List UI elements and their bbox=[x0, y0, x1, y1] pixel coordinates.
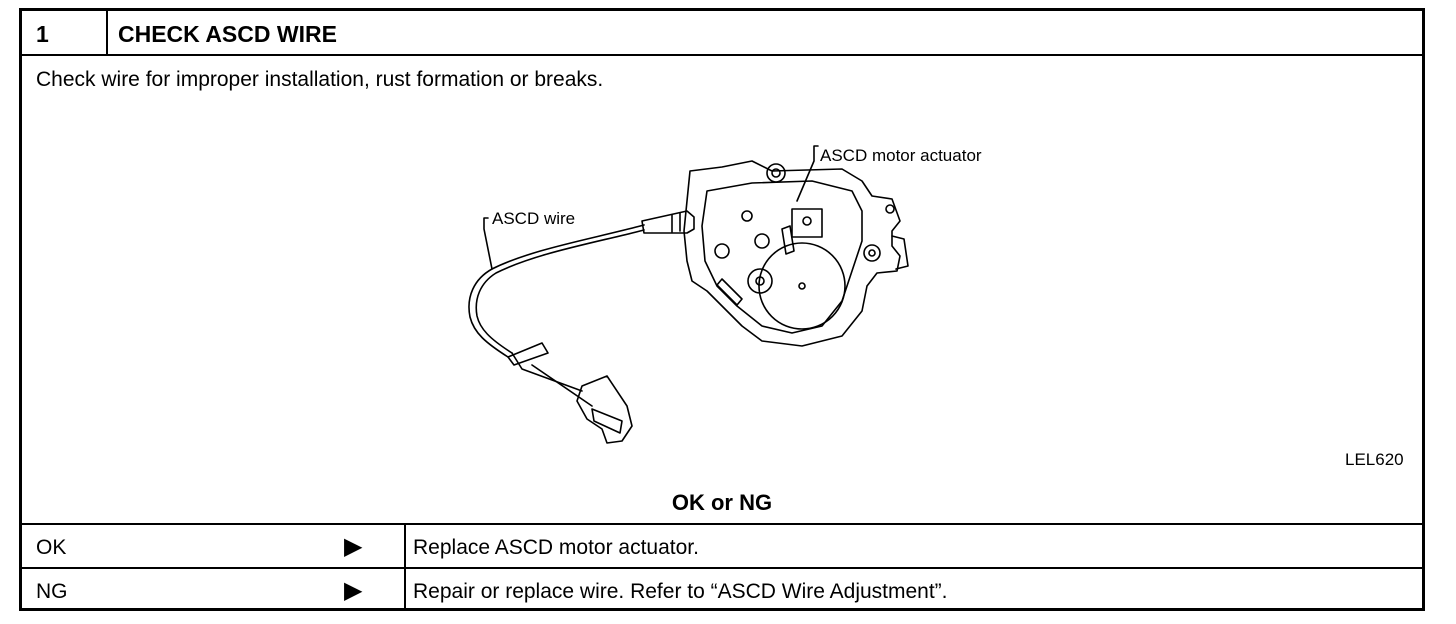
top-bolt-outer bbox=[766, 163, 786, 183]
figure-id: LEL620 bbox=[1345, 450, 1404, 469]
bottom-slot bbox=[716, 278, 743, 306]
wire-end-2 bbox=[511, 352, 583, 392]
result-label-ng: NG bbox=[36, 580, 68, 603]
wire-leader bbox=[483, 217, 493, 270]
result-rule-top bbox=[22, 523, 1422, 525]
small-hole-4 bbox=[741, 210, 753, 222]
instruction-text: Check wire for improper installation, ru… bbox=[36, 68, 604, 91]
gear-center bbox=[798, 282, 806, 290]
right-tab bbox=[891, 235, 909, 270]
top-bolt-inner bbox=[771, 168, 781, 178]
arrow-icon: ▶ bbox=[344, 533, 363, 560]
check-table: 1 CHECK ASCD WIRE Check wire for imprope… bbox=[19, 8, 1425, 611]
bracket-screw bbox=[802, 216, 812, 226]
ascd-wire-b bbox=[475, 229, 645, 354]
label-wire: ASCD wire bbox=[492, 209, 575, 228]
actuator-inner-edge bbox=[701, 180, 863, 334]
ok-or-ng-question: OK or NG bbox=[671, 490, 773, 515]
result-divider bbox=[404, 523, 406, 611]
right-bolt-inner bbox=[868, 249, 876, 257]
right-bolt-outer bbox=[863, 244, 881, 262]
arrow-icon: ▶ bbox=[344, 577, 363, 604]
wire-end-1 bbox=[507, 342, 549, 366]
bracket-block bbox=[791, 208, 823, 238]
cable-boot bbox=[641, 210, 695, 234]
result-action-ok: Replace ASCD motor actuator. bbox=[413, 536, 699, 559]
wire-end-3 bbox=[531, 364, 593, 407]
ascd-wire-a bbox=[468, 224, 645, 358]
small-hole-3 bbox=[754, 233, 770, 249]
header-divider bbox=[106, 11, 108, 55]
step-title: CHECK ASCD WIRE bbox=[118, 21, 337, 47]
result-action-ng: Repair or replace wire. Refer to “ASCD W… bbox=[413, 580, 948, 603]
header-rule bbox=[22, 54, 1422, 56]
gear-disc bbox=[758, 242, 846, 330]
small-hole-2 bbox=[714, 243, 730, 259]
result-label-ok: OK bbox=[36, 536, 67, 559]
pedal-lever bbox=[576, 375, 633, 444]
actuator-housing bbox=[683, 160, 901, 347]
result-rule-middle bbox=[22, 567, 1422, 569]
ascd-illustration: ASCD motor actuator ASCD wire bbox=[468, 145, 982, 444]
actuator-leader bbox=[796, 145, 819, 202]
lever-clip bbox=[591, 408, 623, 434]
step-number: 1 bbox=[36, 21, 49, 47]
small-hole-1-center bbox=[755, 276, 765, 286]
small-hole-1 bbox=[747, 268, 773, 294]
label-actuator: ASCD motor actuator bbox=[820, 146, 982, 165]
side-tab-hole bbox=[885, 204, 895, 214]
slot bbox=[781, 225, 795, 255]
